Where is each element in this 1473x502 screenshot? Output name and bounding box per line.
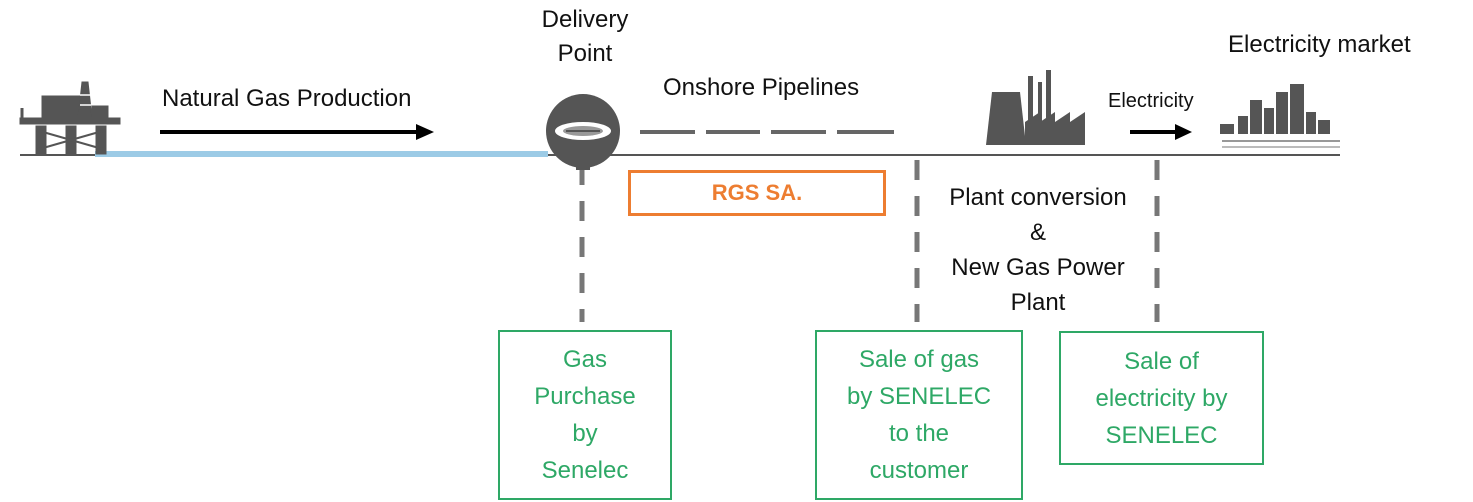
gas-sale-line-3: to the xyxy=(888,420,950,447)
electricity-label: Electricity xyxy=(1108,90,1194,112)
rgs-operator-box: RGS SA. xyxy=(628,170,886,216)
gas-sale-line-4: customer xyxy=(869,457,969,484)
gas-purchase-line-2: Purchase xyxy=(534,383,636,410)
rgs-operator-label: RGS SA. xyxy=(711,180,803,205)
gas-sale-box: Sale of gas by SENELEC to the customer xyxy=(815,330,1023,500)
electricity-sale-line-3: SENELEC xyxy=(1105,421,1218,449)
city-skyline-icon xyxy=(1220,84,1340,148)
electricity-arrow xyxy=(1130,124,1192,140)
gas-sale-line-1: Sale of gas xyxy=(858,346,980,373)
plant-conversion-line-3: New Gas Power xyxy=(951,254,1125,281)
plant-conversion-label: Plant conversion & New Gas Power Plant xyxy=(928,180,1148,320)
power-plant-icon xyxy=(986,70,1085,145)
gas-purchase-line-4: Senelec xyxy=(541,457,629,484)
delivery-point-line-1: Delivery xyxy=(541,6,629,33)
offshore-platform-icon xyxy=(19,81,121,155)
electricity-market-label: Electricity market xyxy=(1228,31,1411,58)
gas-purchase-box: Gas Purchase by Senelec xyxy=(498,330,672,500)
natural-gas-production-label: Natural Gas Production xyxy=(162,85,412,112)
gas-purchase-line-1: Gas xyxy=(562,346,607,373)
meter-valve-icon xyxy=(546,94,620,170)
gas-sale-line-2: by SENELEC xyxy=(846,383,992,410)
plant-conversion-line-2: & xyxy=(1029,219,1046,246)
electricity-sale-box: Sale of electricity by SENELEC xyxy=(1059,331,1264,465)
delivery-point-label: Delivery Point xyxy=(505,5,665,69)
electricity-sale-line-2: electricity by xyxy=(1095,384,1228,412)
plant-conversion-line-1: Plant conversion xyxy=(949,184,1127,211)
plant-conversion-line-4: Plant xyxy=(1010,289,1066,316)
delivery-point-line-2: Point xyxy=(557,40,613,67)
electricity-sale-line-1: Sale of xyxy=(1124,347,1199,375)
production-arrow xyxy=(160,124,434,140)
gas-purchase-line-3: by xyxy=(572,420,598,447)
onshore-pipelines-label: Onshore Pipelines xyxy=(663,74,860,101)
